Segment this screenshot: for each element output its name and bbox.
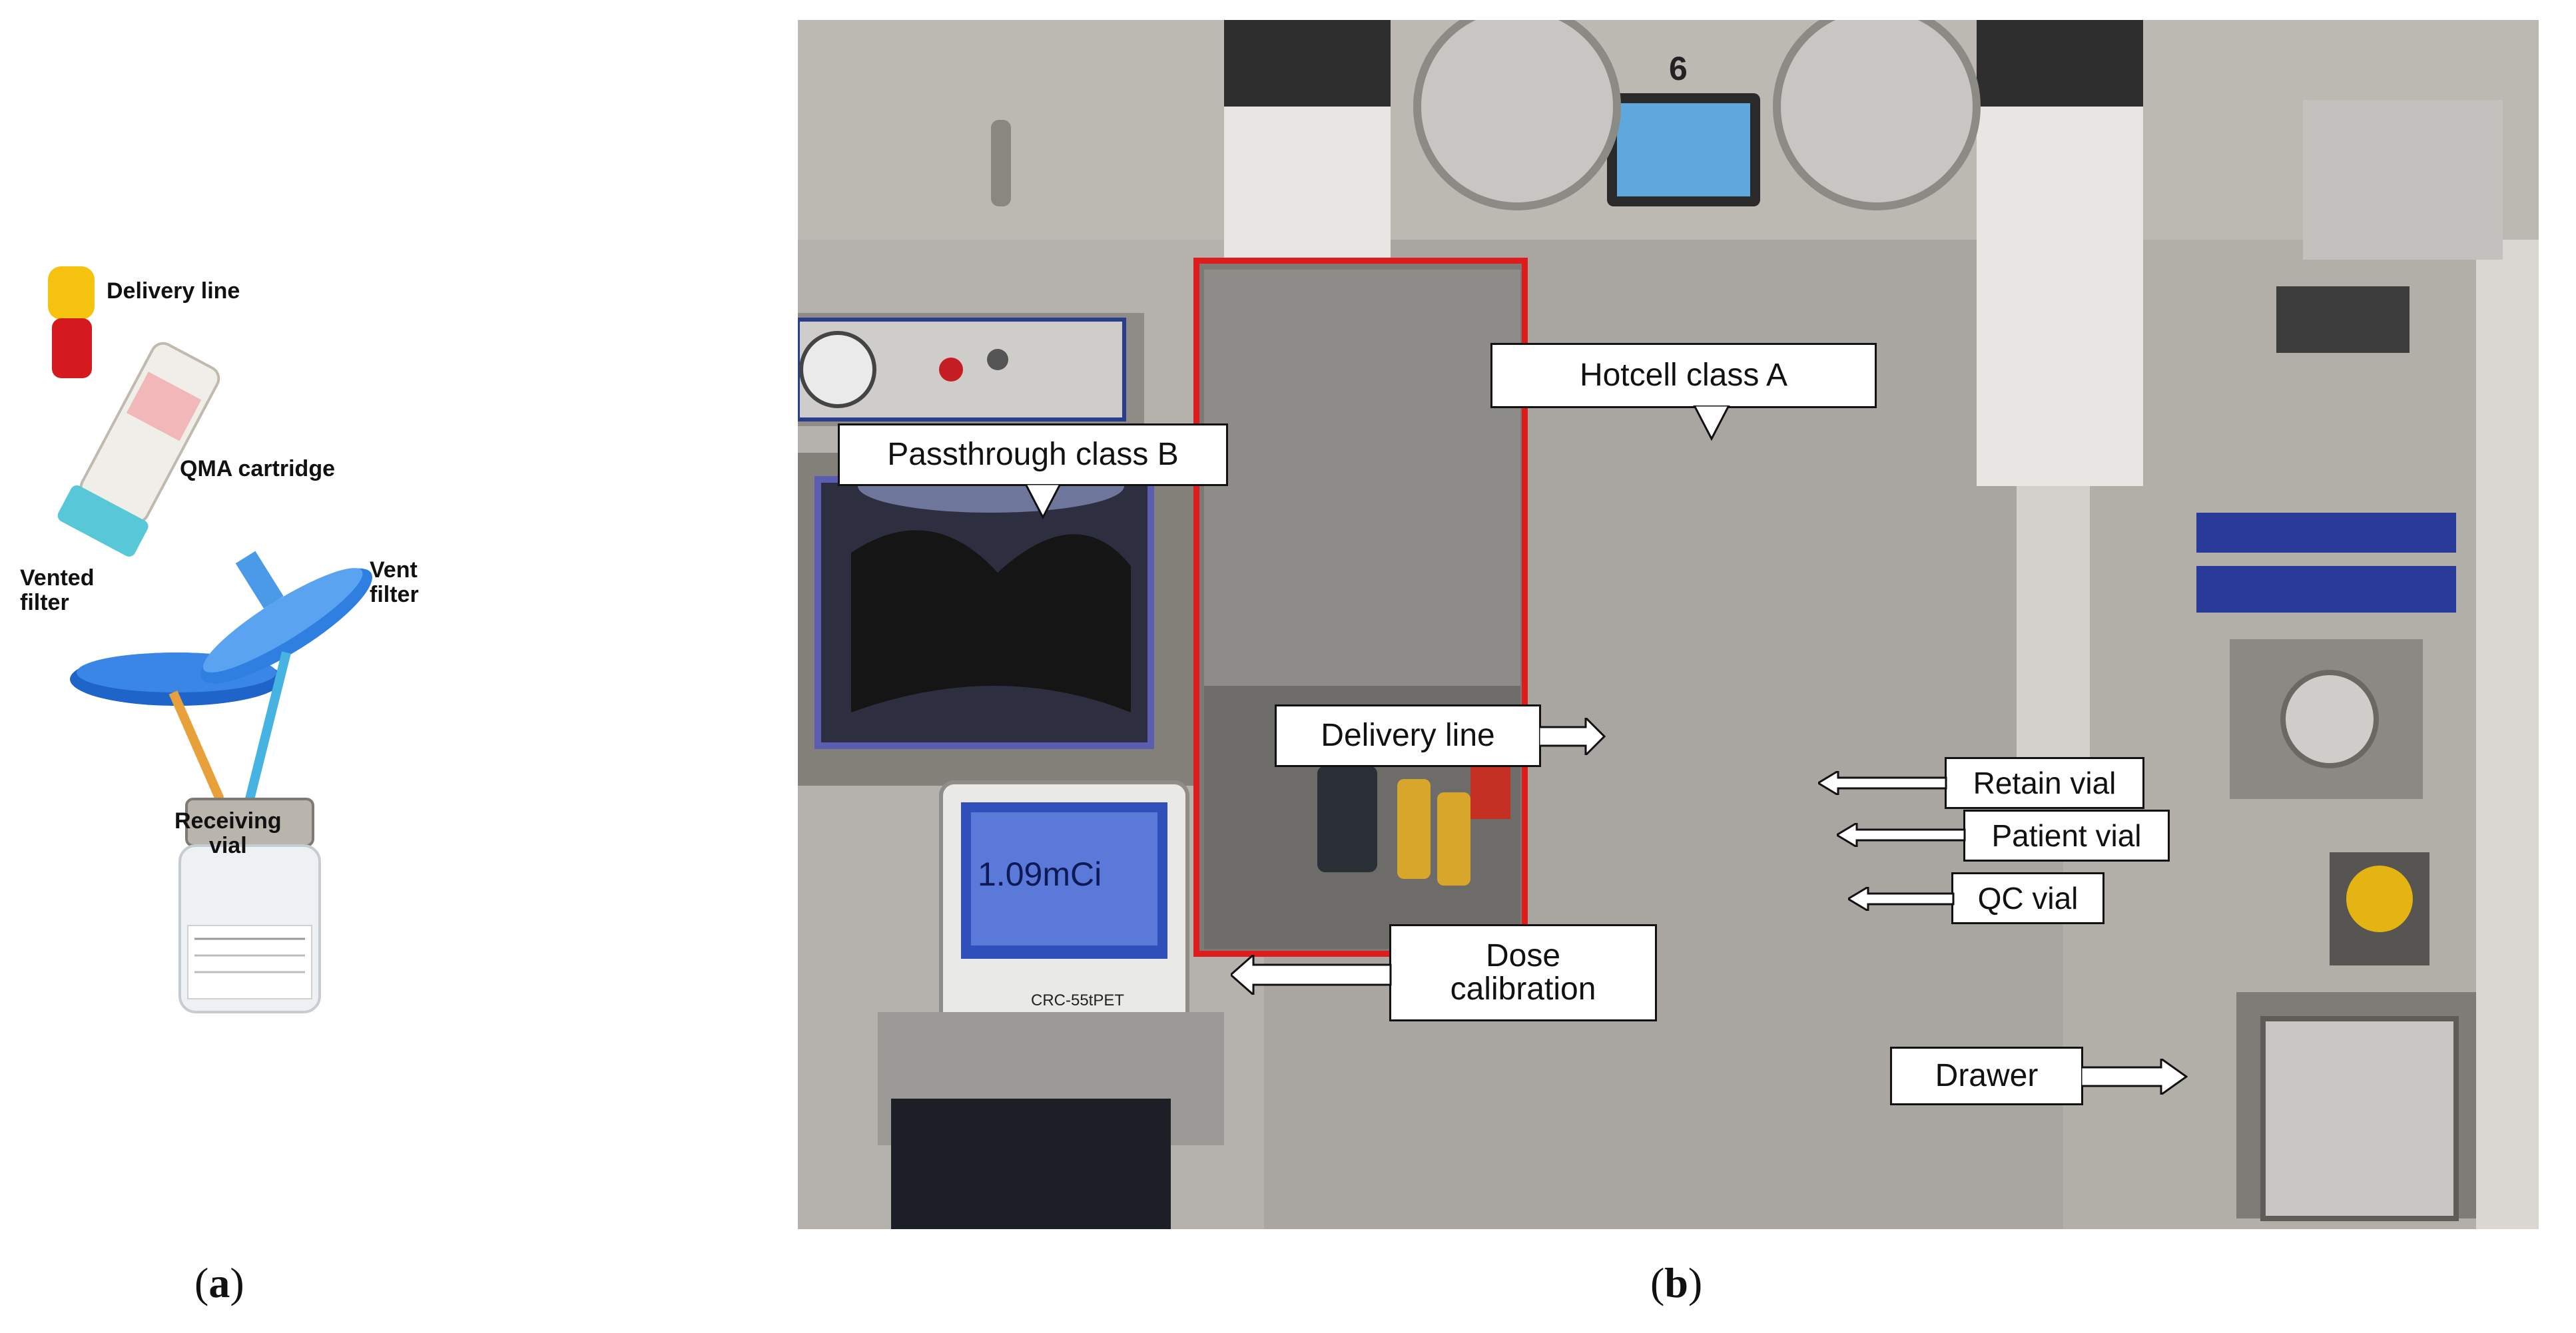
callout-qc-vial: QC vial <box>1951 872 2104 924</box>
callout-qc-vial-arrow <box>1848 887 1955 911</box>
callout-delivery-line-arrow <box>1539 718 1606 755</box>
caption-a: (a) <box>194 1259 244 1306</box>
qma-cartridge-base <box>57 485 149 557</box>
panel-b-photo: 6 1.09mCi CRC-55tPET <box>798 20 2539 1229</box>
callout-dose-calibration-arrow <box>1231 955 1392 995</box>
callout-retain-vial: Retain vial <box>1945 757 2144 809</box>
label-delivery-line-a: Delivery line <box>107 278 240 304</box>
callout-hotcell-arrow <box>1693 405 1730 441</box>
blue-strip-bottom <box>2196 566 2456 613</box>
caption-b: (b) <box>1650 1259 1703 1306</box>
callout-passthrough-arrow <box>1024 484 1062 520</box>
label-receiving-vial: Receiving vial <box>174 808 282 859</box>
callout-drawer-arrow <box>2081 1059 2188 1095</box>
panel-a-photo <box>48 266 372 1013</box>
callout-patient-vial: Patient vial <box>1963 810 2170 862</box>
hotcell-frame <box>1193 258 1528 957</box>
hotcell-photo-illustration: 6 1.09mCi CRC-55tPET <box>798 20 2539 1229</box>
yellow-cap <box>48 266 95 320</box>
callout-delivery-line-b: Delivery line <box>1275 704 1541 767</box>
label-qma-cartridge: QMA cartridge <box>180 456 336 481</box>
callout-passthrough: Passthrough class B <box>838 423 1228 486</box>
callout-hotcell: Hotcell class A <box>1490 343 1877 408</box>
label-vented-filter: Vented filter <box>20 565 95 616</box>
calibrator-brand-text: CRC-55tPET <box>1031 991 1124 1009</box>
callout-drawer: Drawer <box>1890 1047 2083 1105</box>
blue-strip-top <box>2196 513 2456 553</box>
drawer-unit <box>2260 1016 2459 1221</box>
label-vent-filter: Vent filter <box>370 557 419 608</box>
callout-retain-vial-arrow <box>1818 771 1947 795</box>
red-connector <box>52 318 92 378</box>
callout-dose-calibration: Dose calibration <box>1389 924 1657 1021</box>
dose-reading-text: 1.09mCi <box>978 856 1102 893</box>
top-number-text: 6 <box>1669 50 1688 87</box>
callout-patient-vial-arrow <box>1837 823 1966 847</box>
